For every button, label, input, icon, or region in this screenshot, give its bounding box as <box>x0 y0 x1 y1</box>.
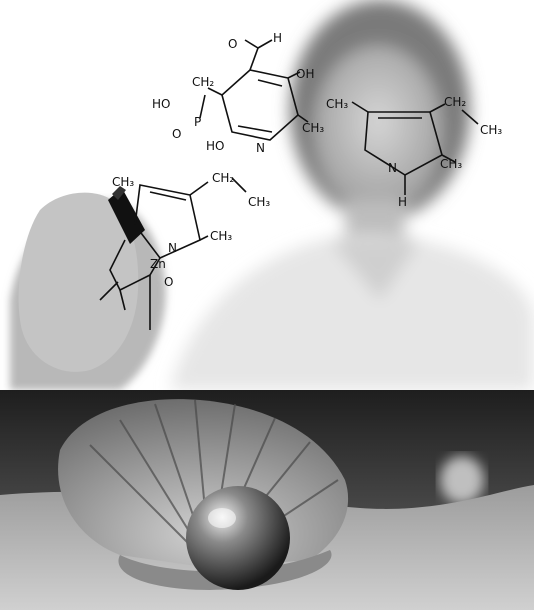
photo-scientist-drawing: O H OH CH₂ HO P O HO CH₃ N CH₃ CH₂ CH₃ C… <box>10 0 534 390</box>
label-n-a: N <box>256 141 265 155</box>
label-ch2-a: CH₂ <box>192 75 214 89</box>
label-p: P <box>194 115 201 129</box>
label-ch3-b: CH₃ <box>326 97 348 111</box>
hand-fingers <box>18 192 139 372</box>
label-ch3-d: CH₃ <box>440 157 462 171</box>
label-h-b: H <box>398 195 407 209</box>
label-oh: OH <box>296 67 314 81</box>
shell-pearl-illustration <box>0 390 534 610</box>
label-ch2-c: CH₂ <box>212 171 234 185</box>
label-ho-a: HO <box>152 97 170 111</box>
label-n-c: N <box>168 241 177 255</box>
label-h-top: H <box>273 31 282 45</box>
label-ch3-g: CH₃ <box>210 229 232 243</box>
label-zn: Zn <box>150 257 166 271</box>
label-o-c: O <box>164 275 173 289</box>
pearl <box>186 486 290 590</box>
label-o-top: O <box>228 37 237 51</box>
label-ho-b: HO <box>206 139 224 153</box>
photo-shell-pearl <box>0 390 534 610</box>
label-ch3-e: CH₃ <box>112 175 134 189</box>
chemical-labels: O H OH CH₂ HO P O HO CH₃ N CH₃ CH₂ CH₃ C… <box>112 31 502 289</box>
label-ch3-a: CH₃ <box>302 121 324 135</box>
label-ch3-f: CH₃ <box>248 195 270 209</box>
marker-icon <box>108 188 145 244</box>
label-o-p: O <box>172 127 181 141</box>
label-ch2-b: CH₂ <box>444 95 466 109</box>
background-bokeh <box>440 456 484 504</box>
scientist-illustration: O H OH CH₂ HO P O HO CH₃ N CH₃ CH₂ CH₃ C… <box>10 0 534 390</box>
pearl-highlight <box>208 508 236 528</box>
label-ch3-c: CH₃ <box>480 123 502 137</box>
label-n-b: N <box>388 161 397 175</box>
chemical-structures <box>99 39 479 330</box>
